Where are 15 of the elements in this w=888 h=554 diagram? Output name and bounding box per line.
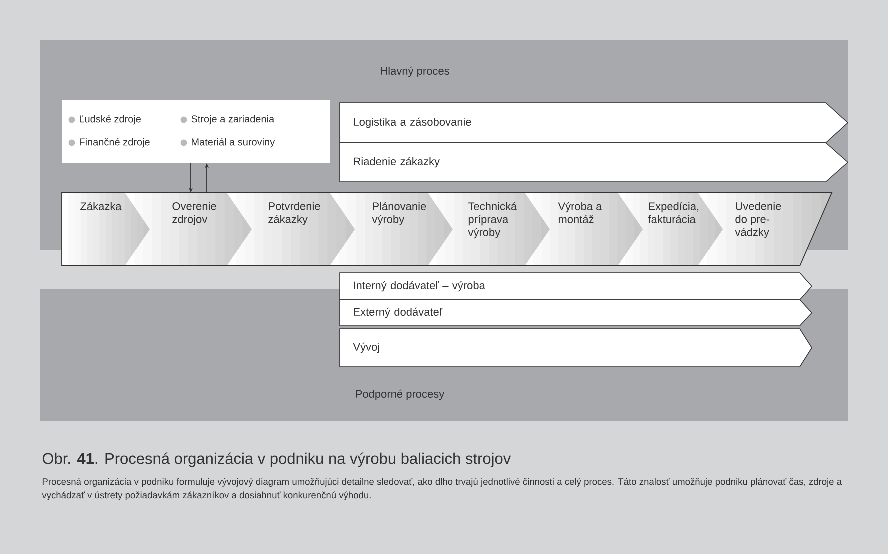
node-label: Uvedenie do pre- vádzky bbox=[735, 202, 782, 238]
list-item: Finančné zdroje bbox=[68, 138, 150, 148]
caption-text: Procesná organizácia v podniku formuluje vývojový diagram umožňujúci detailne sledovať, ako dlho trvajú jednotlivé činnosti a celý proces. Táto znalosť umožňuje podniku plánovať čas, zdroje a vychádzať v ústrety požiadavkám zákazníkov a dosiahnuť konkurenčnú výhodu. bbox=[42, 478, 842, 500]
list-item: Materiál a suroviny bbox=[180, 138, 276, 148]
node-label: Zákazka bbox=[80, 202, 122, 210]
node-label: Potvrdenie zákazky bbox=[268, 202, 320, 226]
resource-list-box bbox=[62, 100, 330, 164]
list-item: Stroje a zariadenia bbox=[180, 115, 275, 125]
node-label: Expedícia, fakturácia bbox=[648, 202, 699, 224]
list-item: Ľudské zdroje bbox=[68, 115, 141, 125]
node-label: Technická príprava výroby bbox=[468, 202, 518, 239]
figure-caption: Obr. 41. Procesná organizácia v podniku na výrobu baliacich strojov bbox=[42, 452, 512, 468]
node-label: Overenie zdrojov bbox=[172, 202, 216, 226]
chevron-step: Uvedenie do pre- vádzky bbox=[698, 193, 831, 266]
node-label: Plánovanie výroby bbox=[372, 202, 426, 226]
